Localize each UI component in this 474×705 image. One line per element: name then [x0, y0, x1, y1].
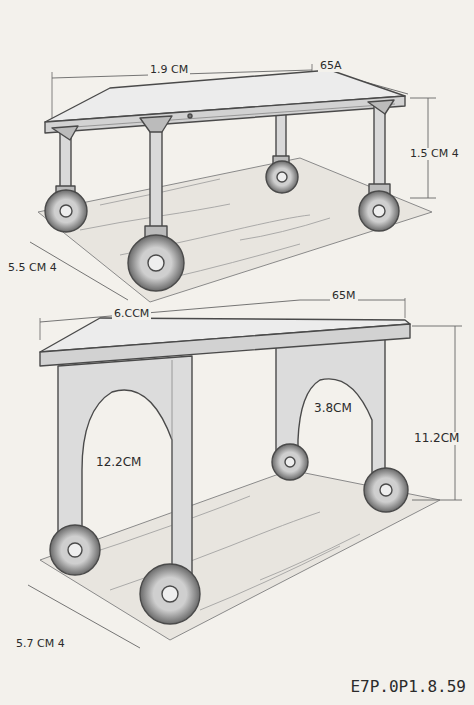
dimension-label: 5.7 CM 4	[14, 638, 67, 650]
dimension-label: 65A	[318, 60, 344, 72]
drawing-code: E7P.0P1.8.59	[348, 678, 468, 696]
dimension-label: 1.9 CM	[148, 64, 190, 76]
dimension-label: 65M	[330, 290, 358, 302]
dimension-label: 1.5 CM 4	[408, 148, 461, 160]
dimension-label: 3.8CM	[312, 402, 354, 415]
dimension-label: 6.CCM	[112, 308, 151, 320]
dimension-label: 12.2CM	[94, 456, 143, 469]
dimension-label: 11.2CM	[412, 432, 461, 445]
dimension-label: 5.5 CM 4	[6, 262, 59, 274]
